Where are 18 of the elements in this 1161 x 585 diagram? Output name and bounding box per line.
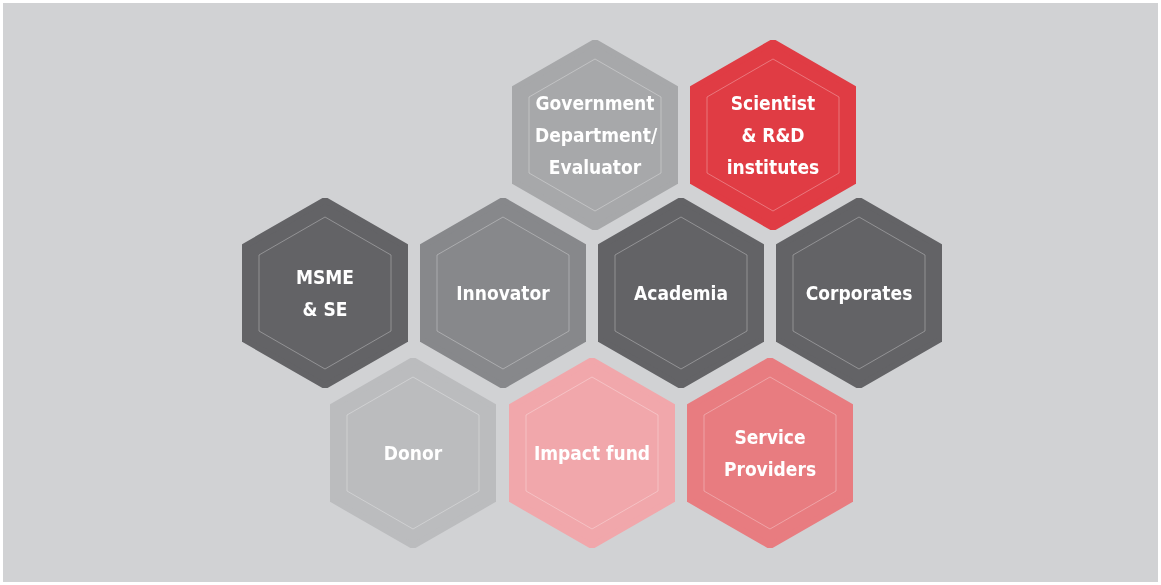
tile-label: Corporates bbox=[804, 281, 914, 306]
hexagon-tile bbox=[690, 40, 856, 230]
hexagon-tile bbox=[242, 198, 408, 388]
tile-label: Impact fund bbox=[532, 441, 652, 466]
hexagon-tile bbox=[512, 40, 678, 230]
hexagon-tile bbox=[687, 358, 853, 548]
tile-label: Government Department/ Evaluator bbox=[535, 91, 655, 180]
tile-label: MSME & SE bbox=[295, 265, 355, 322]
hexagon-tile bbox=[776, 198, 942, 388]
tile-label: Donor bbox=[382, 441, 444, 466]
tile-label: Academia bbox=[633, 281, 729, 306]
hexagon-tile bbox=[598, 198, 764, 388]
hexagon-tile bbox=[509, 358, 675, 548]
hexagon-tile bbox=[330, 358, 496, 548]
tile-label: Service Providers bbox=[722, 425, 818, 482]
tile-label: Innovator bbox=[455, 281, 551, 306]
hexagon-tile bbox=[420, 198, 586, 388]
tile-label: Scientist & R&D institutes bbox=[725, 91, 821, 180]
